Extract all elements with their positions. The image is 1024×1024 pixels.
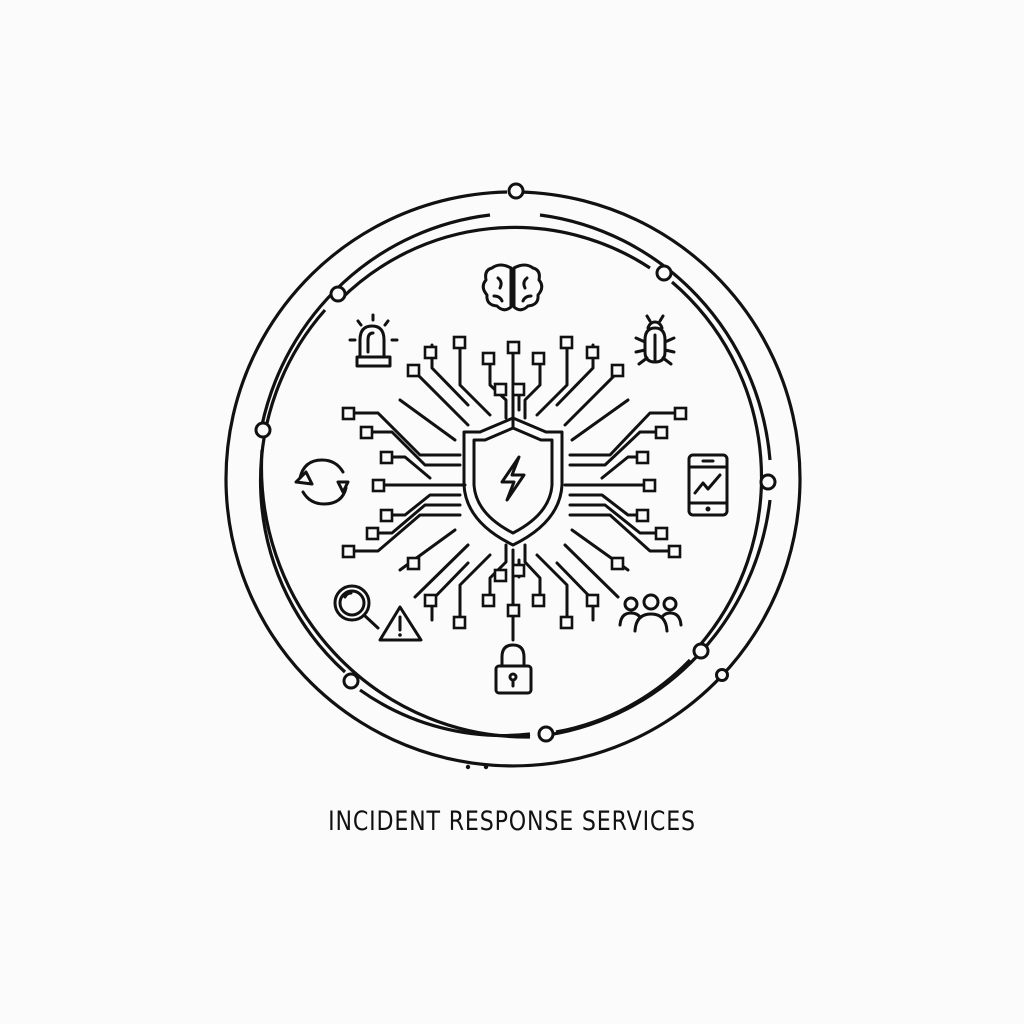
circuit-pads: [341, 335, 688, 630]
mobile-chart-icon: [687, 453, 729, 517]
bug-icon: [634, 314, 676, 366]
refresh-icon: [294, 458, 350, 506]
circuit-traces: [352, 341, 683, 642]
team-icon: [618, 593, 683, 633]
caption-title: INCIDENT RESPONSE SERVICES: [328, 806, 696, 837]
inner-ring: [258, 225, 764, 738]
shield-lightning-icon: [462, 416, 564, 547]
ring-nodes: [254, 182, 777, 770]
brain-icon: [481, 263, 544, 312]
alarm-siren-icon: [348, 313, 399, 368]
search-warning-icon: [333, 584, 423, 642]
padlock-icon: [494, 643, 533, 695]
